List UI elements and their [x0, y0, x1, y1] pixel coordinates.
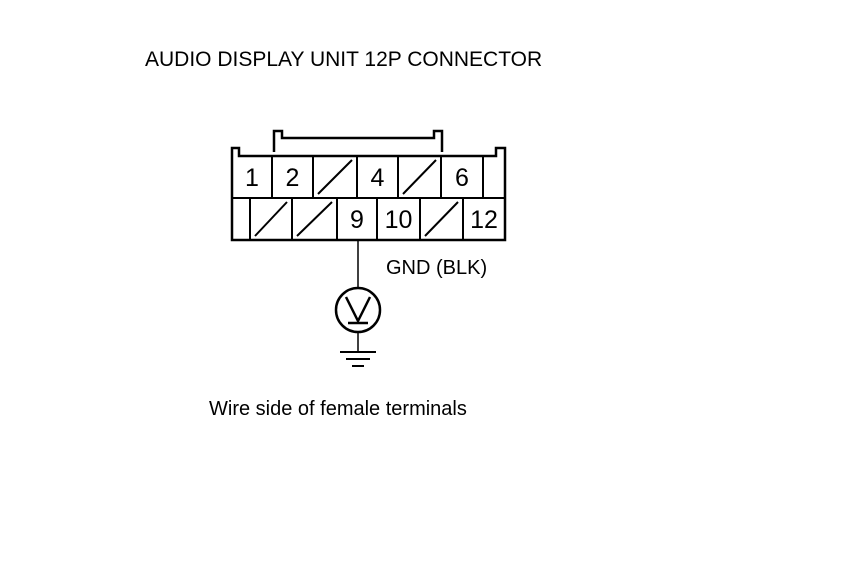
terminal-number-9: 9 — [350, 206, 364, 234]
terminal-number-1: 1 — [245, 164, 259, 192]
diagram-title: AUDIO DISPLAY UNIT 12P CONNECTOR — [145, 48, 542, 71]
connector-housing — [230, 146, 507, 242]
terminal-number-10: 10 — [385, 206, 413, 234]
unused-terminal-mark — [424, 201, 459, 237]
wire-label: GND (BLK) — [386, 257, 487, 279]
unused-terminal-mark — [296, 201, 333, 237]
diagram-caption: Wire side of female terminals — [209, 398, 467, 420]
unused-terminal-mark — [402, 159, 437, 195]
terminal-number-12: 12 — [470, 206, 498, 234]
unused-terminal-mark — [317, 159, 353, 195]
unused-terminal-mark — [254, 201, 288, 237]
ground-symbol-icon — [340, 351, 376, 367]
terminal-number-2: 2 — [286, 164, 300, 192]
connector-bottom-row: 9 10 12 — [249, 198, 498, 240]
voltmeter-icon — [334, 286, 382, 334]
connector-lock-tab — [272, 129, 444, 152]
terminal-number-4: 4 — [371, 164, 385, 192]
terminal-number-6: 6 — [455, 164, 469, 192]
